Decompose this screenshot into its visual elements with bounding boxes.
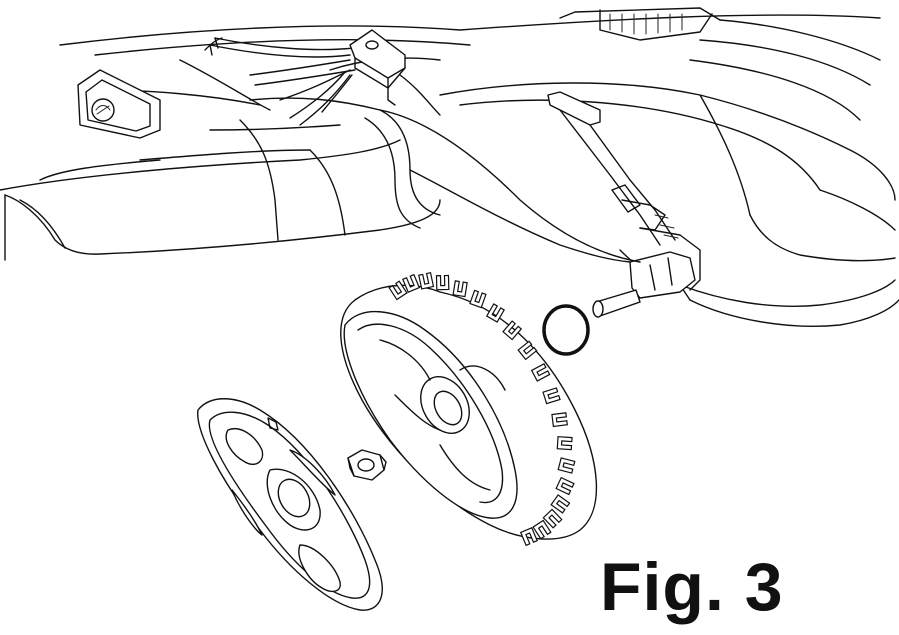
tread-lug bbox=[485, 303, 505, 323]
axle-illustration bbox=[592, 251, 696, 318]
tread-lug bbox=[502, 320, 523, 341]
washer-illustration bbox=[542, 304, 590, 356]
tread-lug bbox=[388, 280, 408, 301]
tread-lug bbox=[469, 289, 487, 309]
tread-lug bbox=[555, 476, 575, 496]
figure-label: Fig. 3 bbox=[600, 549, 784, 625]
tread-lug bbox=[551, 412, 568, 428]
tread-lug bbox=[542, 387, 561, 405]
tread-lug bbox=[435, 274, 450, 291]
tread-lug bbox=[418, 272, 435, 290]
nut-illustration bbox=[347, 449, 387, 481]
tread-lug bbox=[452, 280, 468, 298]
wheel-tread bbox=[388, 272, 576, 547]
tread-lug bbox=[532, 519, 552, 540]
tread-lug bbox=[550, 494, 571, 514]
tread-lug bbox=[557, 457, 576, 474]
mower-deck-illustration bbox=[0, 7, 899, 327]
hubcap-illustration bbox=[197, 398, 383, 611]
logo-badge-icon bbox=[77, 69, 161, 139]
tread-lug bbox=[556, 436, 573, 451]
wheel-illustration bbox=[340, 272, 598, 547]
tread-lug bbox=[519, 526, 538, 547]
tread-lug bbox=[402, 273, 421, 294]
tread-lug bbox=[517, 340, 538, 361]
tread-lug bbox=[542, 508, 563, 529]
tread-lug bbox=[530, 363, 551, 382]
